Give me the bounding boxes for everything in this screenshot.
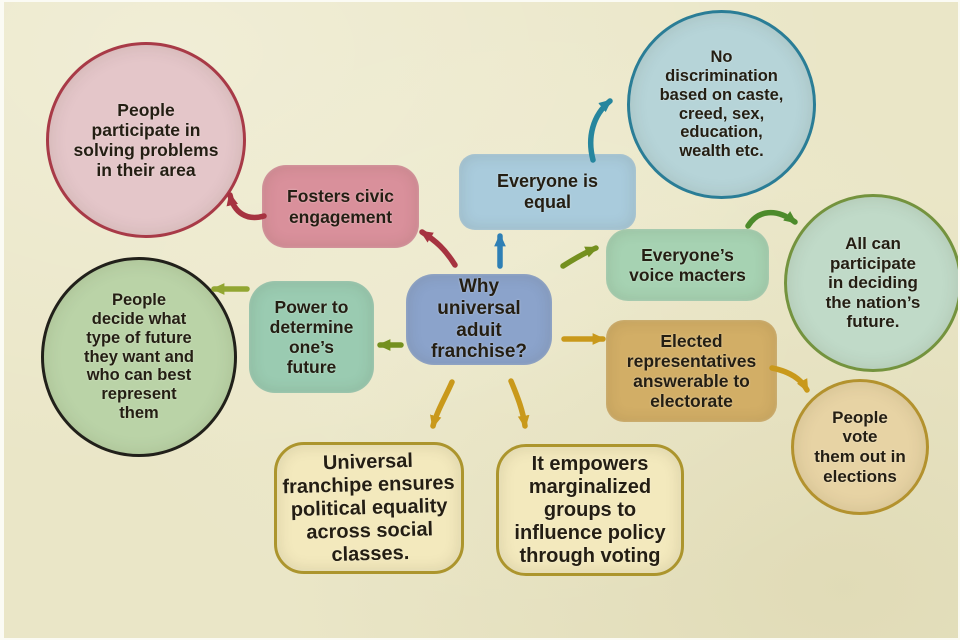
node-why-universal-adult-franchise: Why universal aduit franchise? — [406, 274, 552, 365]
node-everyones-voice-matters-label: Everyone’s voice macters — [629, 244, 746, 285]
node-everyones-voice-matters: Everyone’s voice macters — [606, 229, 769, 301]
arrow-fosters-to-participate — [226, 192, 267, 221]
arrow-center-to-empowers — [508, 378, 530, 429]
circle-people-decide-label: People decide what type of future they w… — [83, 290, 194, 423]
node-everyone-is-equal: Everyone is equal — [459, 154, 636, 230]
node-power-to-determine-future-label: Power to determine one’s future — [269, 296, 354, 378]
arrow-elected-to-voteout — [769, 365, 810, 393]
node-empowers-marginalized-groups-label: It empowers marginalized groups to influ… — [514, 452, 666, 567]
node-power-to-determine-future: Power to determine one’s future — [249, 281, 374, 393]
node-universal-franchise-equality: Universal franchipe ensures political eq… — [274, 442, 464, 574]
node-empowers-marginalized-groups: It empowers marginalized groups to influ… — [496, 444, 684, 576]
circle-all-can-participate-label: All can participate in deciding the nati… — [825, 234, 921, 332]
node-elected-representatives: Elected representatives answerable to el… — [606, 320, 777, 422]
node-elected-representatives-label: Elected representatives answerable to el… — [626, 330, 757, 412]
arrow-center-to-voice — [560, 245, 599, 269]
circle-people-participate-label: People participate in solving problems i… — [73, 99, 219, 181]
circle-vote-them-out-label: People vote them out in elections — [814, 407, 906, 486]
node-why-universal-adult-franchise-label: Why universal aduit franchise? — [430, 275, 528, 363]
arrow-center-to-fosters — [419, 229, 458, 268]
arrow-voice-to-allcan — [745, 210, 798, 229]
circle-people-decide: People decide what type of future they w… — [41, 257, 237, 457]
circle-vote-them-out: People vote them out in elections — [791, 379, 929, 515]
node-everyone-is-equal-label: Everyone is equal — [496, 171, 599, 212]
circle-people-participate: People participate in solving problems i… — [46, 42, 246, 238]
circle-all-can-participate: All can participate in deciding the nati… — [784, 194, 958, 372]
circle-no-discrimination: No discrimination based on caste, creed,… — [627, 10, 816, 199]
circle-no-discrimination-label: No discrimination based on caste, creed,… — [659, 47, 784, 161]
node-fosters-civic-engagement-label: Fosters civic engagement — [287, 186, 394, 227]
node-universal-franchise-equality-label: Universal franchipe ensures political eq… — [281, 449, 455, 566]
node-fosters-civic-engagement: Fosters civic engagement — [262, 165, 419, 248]
arrow-equal-to-nodiscrim — [588, 98, 613, 163]
arrow-center-to-universal — [430, 379, 455, 429]
